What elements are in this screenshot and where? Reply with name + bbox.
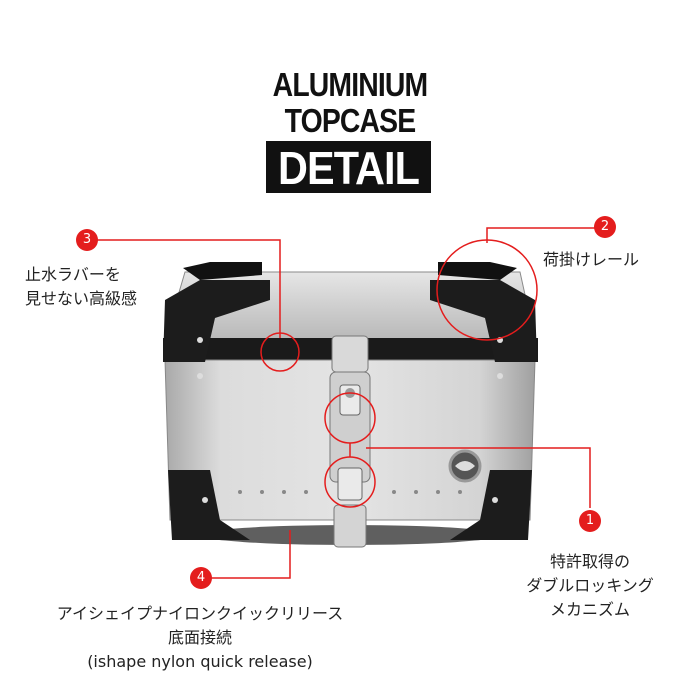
callout-4-line (210, 530, 291, 579)
callout-4-label: アイシェイプナイロンクイックリリース 底面接続 (ishape nylon qu… (56, 604, 344, 671)
callout-1-line-a (366, 447, 591, 508)
callout-2-badge: 2 (594, 216, 616, 238)
callout-3-line (96, 239, 281, 338)
latch-upper-plate (331, 335, 369, 373)
rail-left (183, 262, 262, 280)
detail-text: DETAIL (277, 142, 420, 194)
corner-guard-bottom-left (168, 470, 250, 540)
corner-guard-top-right (430, 280, 537, 362)
callout-4-badge: 4 (190, 567, 212, 589)
callout-2-ring (436, 239, 538, 341)
corner-guard-top-left (163, 280, 270, 362)
callout-3-ring (260, 332, 300, 372)
rail-right (438, 262, 517, 280)
callout-2-label: 荷掛けレール (543, 250, 640, 269)
callout-2-line (486, 227, 595, 243)
title-line-2: TOPCASE (284, 102, 417, 139)
callout-1-badge: 1 (579, 510, 601, 532)
latch-bottom-plate (333, 504, 367, 548)
latch-lock-upper (339, 384, 361, 416)
callout-3-label: 止水ラバーを 見せない高級感 (25, 265, 138, 308)
corner-guard-bottom-right (450, 470, 532, 540)
latch-lock-lower (337, 467, 363, 501)
detail-banner (266, 141, 431, 193)
title-line-1: ALUMINIUM (272, 66, 428, 103)
callout-1-label: 特許取得の ダブルロッキング メカニズム (526, 552, 654, 619)
callout-3-badge: 3 (76, 229, 98, 251)
